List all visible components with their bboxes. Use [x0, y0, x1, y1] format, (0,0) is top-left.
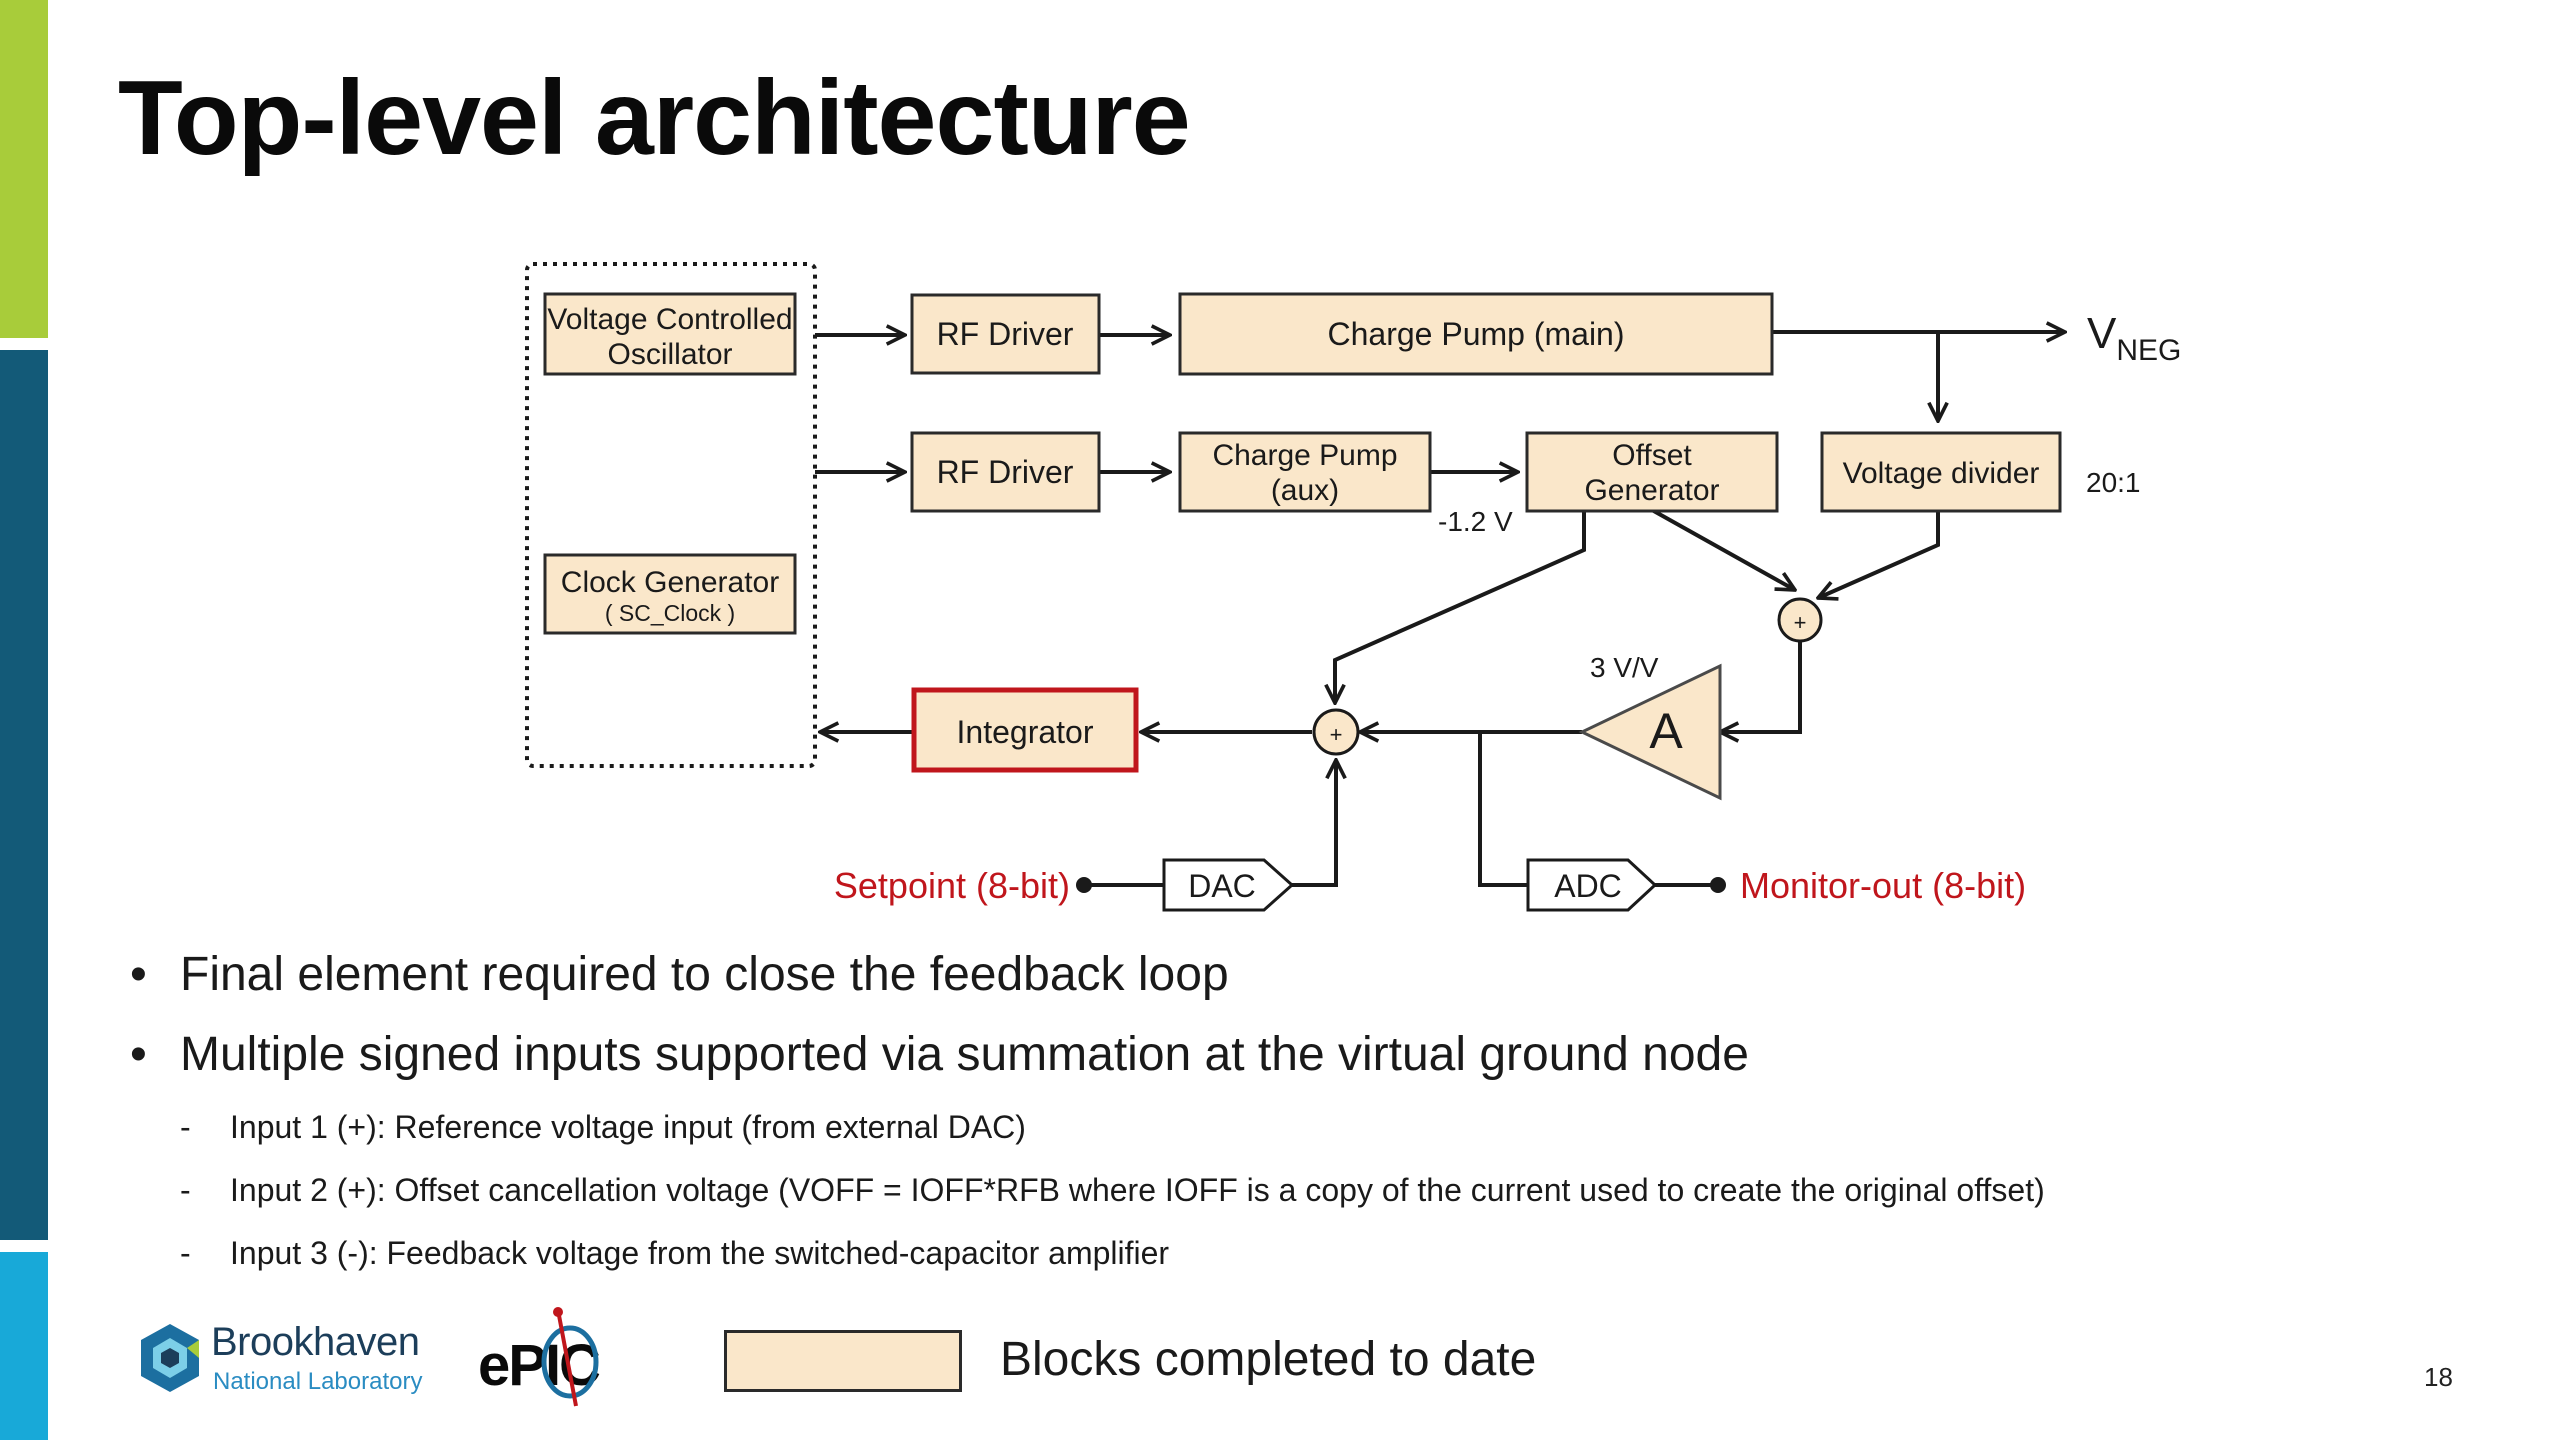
charge-pump-aux-block: [1178, 431, 1432, 513]
sub-bullet-item: Input 2 (+): Offset cancellation voltage…: [130, 1168, 2430, 1231]
vco-label-line1: Voltage Controlled: [547, 303, 792, 336]
bullet-list: Final element required to close the feed…: [130, 945, 2430, 1294]
amplifier-gain-label: 3 V/V: [1590, 652, 1659, 683]
rf-driver-2-block: [910, 431, 1101, 513]
aux-voltage-label: -1.2 V: [1438, 506, 1513, 537]
monitor-terminal: [1710, 877, 1726, 893]
voltage-divider-block: [1820, 431, 2062, 513]
sub-bullet-item: Input 1 (+): Reference voltage input (fr…: [130, 1105, 2430, 1168]
oscillator-group-frame: [525, 262, 817, 768]
accent-bar-navy: [0, 350, 48, 1240]
epic-wordmark: ePIC: [478, 1333, 601, 1398]
rf-driver-1-block: [910, 293, 1101, 375]
epic-logo: ePIC: [478, 1300, 628, 1410]
amplifier-triangle: [1578, 663, 1722, 801]
offset-generator-line1: Offset: [1612, 439, 1692, 472]
slide-title: Top-level architecture: [118, 59, 1191, 177]
clock-label-line1: Clock Generator: [561, 566, 779, 599]
charge-pump-aux-line2: (aux): [1271, 474, 1339, 507]
rf-driver-2-label: RF Driver: [937, 454, 1074, 490]
dac-label: DAC: [1188, 868, 1256, 904]
sum-right-plus: +: [1794, 610, 1807, 635]
brookhaven-subtitle: National Laboratory: [213, 1368, 423, 1395]
wire-divider-to-sum-right: [1818, 510, 1940, 598]
legend-swatch: [724, 1330, 962, 1392]
dac-block: [1162, 858, 1295, 912]
vco-label-line2: Oscillator: [607, 338, 732, 371]
wire-amp-out-to-adc: [1478, 732, 1528, 887]
accent-bar-green: [0, 0, 48, 338]
charge-pump-aux-line1: Charge Pump: [1212, 439, 1397, 472]
voltage-divider-label: Voltage divider: [1843, 457, 2040, 490]
sub-bullet-item: Input 3 (-): Feedback voltage from the s…: [130, 1231, 2430, 1294]
charge-pump-main-block: [1178, 292, 1774, 376]
legend-label: Blocks completed to date: [1000, 1333, 1537, 1386]
brookhaven-logo: Brookhaven National Laboratory: [135, 1318, 435, 1408]
vneg-label: VNEG: [2087, 309, 2181, 367]
rf-driver-1-label: RF Driver: [937, 316, 1074, 352]
adc-label: ADC: [1554, 868, 1622, 904]
sum-node-left: [1312, 708, 1360, 756]
brookhaven-hexagon-icon: [141, 1324, 199, 1392]
setpoint-label: Setpoint (8-bit): [834, 865, 1070, 906]
clock-generator-block: [543, 553, 797, 635]
wire-offset-to-sum-left: [1335, 510, 1586, 703]
integrator-block: [911, 687, 1139, 773]
integrator-label: Integrator: [957, 714, 1094, 750]
monitor-out-label: Monitor-out (8-bit): [1740, 865, 2026, 906]
charge-pump-main-label: Charge Pump (main): [1328, 316, 1625, 352]
adc-block: [1526, 858, 1658, 912]
sum-node-right: [1777, 597, 1823, 643]
page-number: 18: [2424, 1362, 2453, 1392]
accent-bar-cyan: [0, 1252, 48, 1440]
amplifier-symbol: A: [1649, 703, 1683, 759]
bullet-item: Multiple signed inputs supported via sum…: [130, 1025, 2430, 1105]
offset-generator-line2: Generator: [1584, 474, 1719, 507]
offset-generator-block: [1525, 431, 1779, 513]
brookhaven-name: Brookhaven: [211, 1320, 420, 1364]
wire-dac-to-sum: [1292, 760, 1336, 887]
wire-offset-to-sum-right: [1651, 508, 1795, 590]
bullet-item: Final element required to close the feed…: [130, 945, 2430, 1025]
divider-ratio-label: 20:1: [2086, 467, 2141, 498]
epic-orbit-icon: [541, 1307, 599, 1407]
wire-sum-to-amp: [1720, 637, 1802, 732]
clock-label-line2: ( SC_Clock ): [605, 600, 735, 626]
setpoint-terminal: [1076, 877, 1092, 893]
sum-left-plus: +: [1330, 722, 1343, 747]
vco-block: [543, 292, 797, 376]
